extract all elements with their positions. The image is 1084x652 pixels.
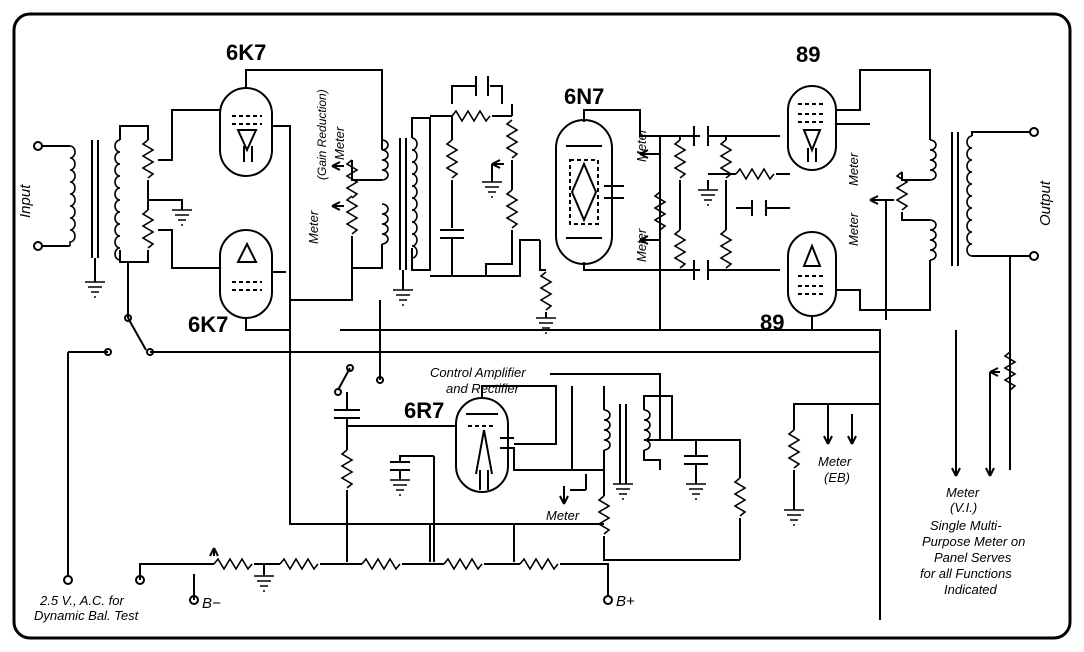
- input-pots: [127, 109, 220, 318]
- eb-meter-label-1: Meter: [818, 454, 852, 469]
- gain-meter-pots: [290, 159, 383, 301]
- bus-wiring: [63, 300, 881, 620]
- vi-meter-branch: [951, 330, 1016, 477]
- eb-meter-branch: [783, 403, 880, 526]
- vi-meter-label-1: Meter: [946, 485, 980, 500]
- 6n7-meter-top: Meter: [634, 128, 649, 162]
- input-label: Input: [17, 184, 34, 218]
- tube-6r7: [455, 385, 557, 493]
- tube-89-top-label: 89: [796, 42, 820, 67]
- tube-89-top: [787, 69, 931, 171]
- bias-divider: [135, 547, 613, 605]
- tube-6k7-bottom: [219, 229, 290, 331]
- control-amp-label-1: Control Amplifier: [430, 365, 526, 380]
- tube-6k7-bottom-label: 6K7: [188, 312, 228, 337]
- control-amp-label-2: and Rectifier: [446, 381, 520, 396]
- multi-purpose-5: Indicated: [944, 582, 998, 597]
- tube-6k7-top-label: 6K7: [226, 40, 266, 65]
- b-plus-label: B+: [616, 593, 635, 610]
- tube-89-bottom: [787, 231, 931, 330]
- test-label-2: Dynamic Bal. Test: [34, 608, 140, 623]
- 89-meter-top: Meter: [846, 152, 861, 186]
- multi-purpose-2: Purpose Meter on: [922, 534, 1025, 549]
- input-terminals: [33, 141, 70, 251]
- gain-meter-label-b: Meter: [332, 126, 347, 160]
- control-meter-label: Meter: [546, 508, 580, 523]
- gain-meter-transformer: [381, 117, 431, 306]
- eb-meter-label-2: (EB): [824, 470, 850, 485]
- gain-meter-label-c: (Gain Reduction): [315, 89, 329, 180]
- multi-purpose-1: Single Multi-: [930, 518, 1002, 533]
- input-transformer: [69, 125, 149, 298]
- 6n7-meter-bottom: Meter: [634, 228, 649, 262]
- border: [12, 12, 1072, 640]
- output-transformer: [869, 127, 1039, 470]
- control-amp-network: [334, 373, 746, 562]
- tube-6n7-label: 6N7: [564, 84, 604, 109]
- multi-purpose-3: Panel Serves: [934, 550, 1012, 565]
- test-label-1: 2.5 V., A.C. for: [39, 593, 124, 608]
- interstage-network: [430, 76, 540, 277]
- 89-meter-bottom: Meter: [846, 212, 861, 246]
- output-label: Output: [1037, 180, 1054, 226]
- vi-meter-label-2: (V.I.): [950, 500, 977, 515]
- tube-89-bottom-label: 89: [760, 310, 784, 335]
- tube-6k7-top: [219, 69, 383, 320]
- 6n7-output-network: [639, 126, 790, 331]
- tube-6r7-label: 6R7: [404, 398, 444, 423]
- multi-purpose-4: for all Functions: [920, 566, 1012, 581]
- b-minus-label: B−: [202, 595, 221, 612]
- gain-meter-label-a: Meter: [306, 210, 321, 244]
